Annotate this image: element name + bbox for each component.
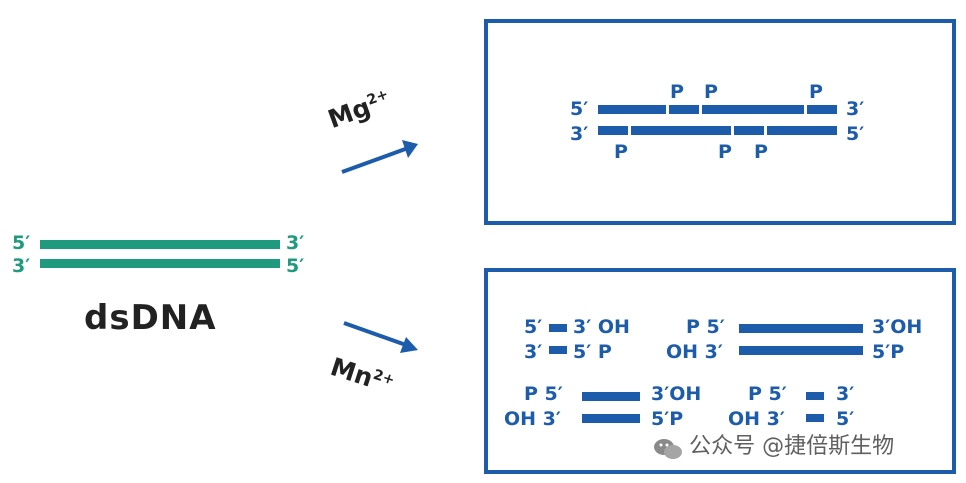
mn-f3-oh-3prime: OH 3′ [504,408,561,430]
mn-f2-oh-3prime: OH 3′ [666,341,723,363]
mg-phosphate-bottom: P [718,141,732,163]
mg-bottom-segment [598,126,628,135]
dsdna-5prime-right: 5′ [286,255,305,277]
mn-f4-top-strand [806,392,824,400]
wechat-icon [654,438,682,459]
mg-bottom-segment [767,126,837,135]
mg-top-segment [807,105,837,114]
mn-f4-oh-3prime: OH 3′ [728,408,785,430]
mg-ion-charge: 2+ [364,86,391,109]
mg-phosphate-bottom: P [754,141,768,163]
watermark-text: 公众号 @捷倍斯生物 [689,434,895,459]
mn-f1-3prime: 3′ [524,341,543,363]
mn-f2-bottom-strand [739,346,863,355]
mn-f2-top-strand [739,324,863,333]
mn-f3-top-strand [582,392,640,401]
mn-f4-p-5prime: P 5′ [748,383,787,405]
mg-top-5prime: 5′ [570,98,589,120]
dsdna-top-strand [40,240,280,249]
mg-phosphate-top: P [809,81,823,103]
mg-bottom-3prime: 3′ [570,123,589,145]
arrow-mg-icon [341,140,418,174]
mg-top-segment [669,105,699,114]
dsdna-3prime-right: 3′ [286,232,305,254]
dsdna-3prime-left: 3′ [12,255,31,277]
mn-f1-top-strand [549,324,567,332]
mn-f3-p-5prime: P 5′ [524,383,563,405]
mn-f4-3prime: 3′ [836,383,855,405]
mg-phosphate-bottom: P [614,141,628,163]
mn-f2-5prime-p: 5′P [872,341,905,363]
mg-result-box [484,19,956,225]
mg-top-segment [598,105,666,114]
mn-f2-p-5prime: P 5′ [686,316,725,338]
mg-phosphate-top: P [704,81,718,103]
dsdna-label: dsDNA [84,298,217,338]
mn-result-box [484,268,956,474]
arrow-mn-icon [343,321,418,353]
mg-top-3prime: 3′ [846,98,865,120]
mg-top-segment [702,105,804,114]
dsdna-5prime-left: 5′ [12,232,31,254]
mn-f1-5prime-p: 5′ P [573,341,612,363]
mn-f3-3prime-oh: 3′OH [651,383,702,405]
mn-f3-5prime-p: 5′P [651,408,684,430]
mg-bottom-5prime: 5′ [846,123,865,145]
mn-f4-5prime: 5′ [836,408,855,430]
mg-bottom-segment [734,126,764,135]
mg-phosphate-top: P [670,81,684,103]
mn-f3-bottom-strand [582,414,640,423]
mn-f1-5prime: 5′ [524,316,543,338]
mn-f1-3prime-oh: 3′ OH [573,316,630,338]
mn-f1-bottom-strand [549,346,567,354]
mn-f4-bottom-strand [806,414,824,422]
dsdna-bottom-strand [40,259,280,268]
mn-ion-charge: 2+ [371,366,397,389]
mg-bottom-segment [631,126,731,135]
mn-f2-3prime-oh: 3′OH [872,316,923,338]
watermark: 公众号 @捷倍斯生物 [652,428,894,462]
